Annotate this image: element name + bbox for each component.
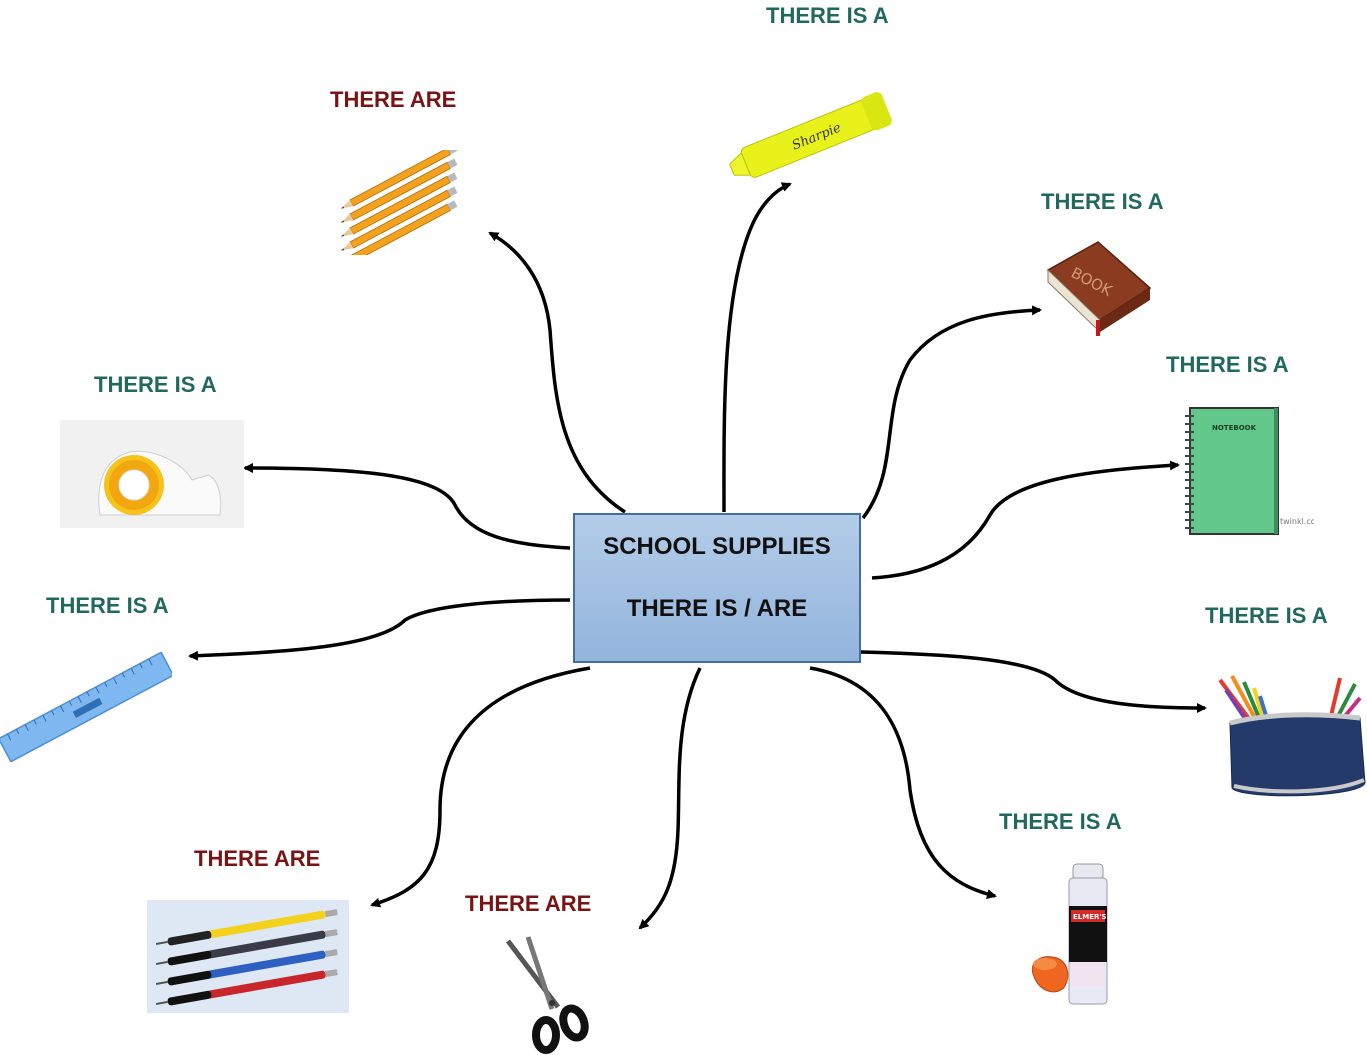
- arrow-to-ruler: [188, 598, 571, 661]
- pencil-case-image: [1218, 675, 1366, 797]
- label-scissors: THERE ARE: [465, 891, 592, 916]
- arrow-to-pencils: [488, 231, 626, 514]
- book-image: BOOK: [1046, 241, 1152, 336]
- notebook-watermark-text: twinkl.com: [1280, 517, 1314, 526]
- notebook-cover-text: NOTEBOOK: [1212, 424, 1257, 432]
- arrow-to-highlighter: [722, 182, 792, 513]
- glue-brand-text: ELMER'S: [1073, 913, 1107, 921]
- label-pencils: THERE ARE: [330, 87, 457, 112]
- center-topic-box: SCHOOL SUPPLIES THERE IS / ARE: [573, 513, 861, 663]
- arrow-to-pens: [370, 666, 591, 908]
- center-title: SCHOOL SUPPLIES: [603, 533, 831, 560]
- label-book: THERE IS A: [1041, 189, 1164, 214]
- glue-stick-image: ELMER'S: [1031, 863, 1108, 1005]
- pencils-image: [341, 150, 458, 255]
- label-tape: THERE IS A: [94, 372, 217, 397]
- scissors-image: [506, 936, 589, 1054]
- label-highlighter: THERE IS A: [766, 3, 889, 28]
- ruler-image: [0, 652, 172, 762]
- arrow-to-pencil-case: [859, 650, 1207, 713]
- notebook-image: NOTEBOOK twinkl.com: [1185, 407, 1314, 535]
- center-subtitle: THERE IS / ARE: [626, 595, 808, 622]
- pens-image: [147, 900, 349, 1013]
- label-notebook: THERE IS A: [1166, 352, 1289, 377]
- tape-image: [60, 420, 244, 528]
- arrow-to-notebook: [871, 460, 1180, 580]
- label-pens: THERE ARE: [194, 846, 321, 871]
- arrow-to-glue: [809, 666, 997, 899]
- arrow-to-scissors: [638, 667, 702, 930]
- highlighter-image: Sharpie: [729, 92, 892, 178]
- label-glue: THERE IS A: [999, 809, 1122, 834]
- arrow-to-book: [861, 305, 1042, 520]
- label-ruler: THERE IS A: [46, 593, 169, 618]
- label-pencil-case: THERE IS A: [1205, 603, 1328, 628]
- arrow-to-tape: [243, 463, 571, 550]
